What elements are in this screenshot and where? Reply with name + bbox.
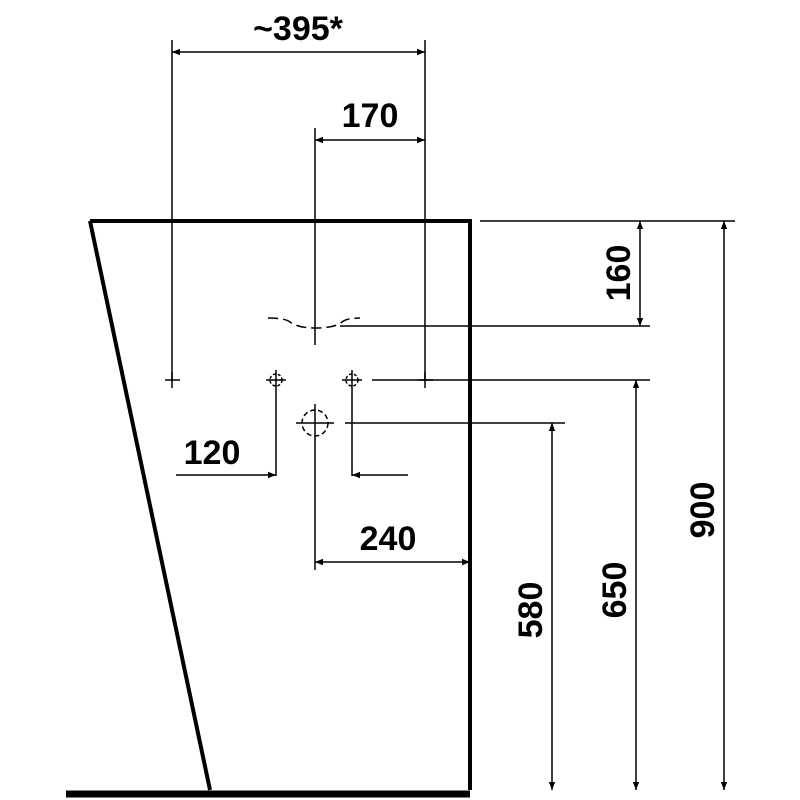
dimension-height-650: 650: [596, 380, 640, 790]
dimension-height-900: 900: [684, 221, 728, 790]
dimension-width-120: 120: [176, 434, 408, 479]
supply-connection-left: [266, 370, 286, 476]
outlet-dashed-outline: [267, 317, 361, 329]
fixture-outline: [88, 219, 472, 791]
dimension-height-580: 580: [512, 423, 556, 790]
dim-label-width-240: 240: [360, 520, 417, 558]
dimension-height-160: 160: [600, 221, 644, 326]
dimension-width-total: ~395*: [171, 10, 426, 380]
dim-label-height-580: 580: [512, 582, 550, 639]
dim-label-height-650: 650: [596, 562, 634, 619]
dim-label-height-160: 160: [600, 245, 638, 302]
dimension-width-240: 240: [315, 520, 470, 566]
dim-label-width-170: 170: [342, 97, 399, 135]
fixing-point-left: [165, 372, 180, 388]
drain-connection: [296, 404, 334, 570]
dimension-width-170: 170: [314, 97, 425, 345]
dim-label-width-total: ~395*: [253, 10, 344, 48]
dim-label-width-120: 120: [184, 434, 241, 472]
dim-label-height-900: 900: [684, 482, 722, 539]
